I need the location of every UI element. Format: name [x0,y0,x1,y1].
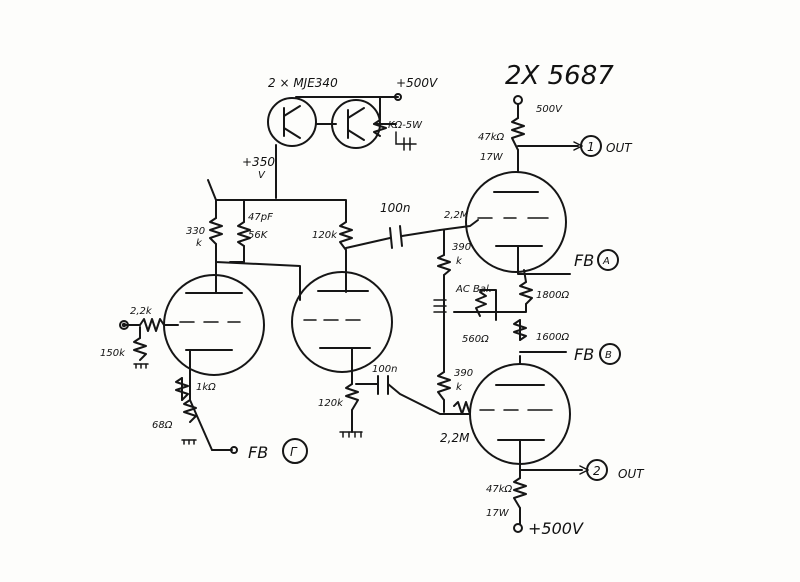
grounds [133,363,363,445]
label-r560: 560Ω [462,334,489,345]
tube-v2 [291,271,393,373]
transistor-q2 [331,99,381,149]
label-r22in: 2,2k [130,306,153,317]
label-out1-number: 1 [587,140,595,154]
label-b350: +350 [242,155,275,169]
label-b500-top: +500V [396,76,438,90]
label-r150: 150k [100,348,126,359]
resistors [133,117,533,509]
label-r1k: 1kΩ [196,382,216,393]
label-r474b-w: 17W [486,508,510,519]
terminals [119,93,621,533]
label-c100b: 100n [372,364,397,375]
label-title: 2X 5687 [505,61,614,91]
label-fbg-circle: Γ [290,445,298,459]
label-r1600: 1600Ω [536,332,569,343]
label-c100a: 100n [380,201,411,215]
label-r22a: 2,2M [444,210,469,221]
label-transistors: 2 × MJE340 [268,76,338,90]
label-fba-circle: A [602,256,610,267]
label-b500a: 500V [536,104,563,115]
label-r22b: 2,2M [440,431,470,445]
tube-va [465,171,567,273]
transistor-q1 [267,97,317,147]
label-c47: 47pF [248,212,273,223]
tube-vb [469,363,571,465]
label-fbb-circle: B [605,350,612,361]
labels: 2X 5687 2 × MJE340 +500V +350 V KΩ-5W 33… [100,61,645,538]
label-r68: 68Ω [152,420,173,431]
label-k12: KΩ-5W [388,120,423,131]
label-r330-k: k [196,238,203,249]
label-out1: OUT [606,141,633,155]
label-b500b: +500V [528,519,584,538]
label-r474a-w: 17W [480,152,504,163]
label-r120b: 120k [318,398,344,409]
label-fbb-text: FB [574,345,594,364]
label-out2-number: 2 [593,464,601,478]
label-r1800: 1800Ω [536,290,569,301]
label-r474b: 47kΩ [486,484,513,495]
label-r390b-k: k [456,382,463,393]
wiring [123,96,583,525]
capacitors [377,225,403,395]
label-out2: OUT [618,467,645,481]
label-acbal: AC Bal. [455,284,492,295]
label-r390a: 390 [452,242,471,253]
label-r390a-k: k [456,256,463,267]
label-r56: 56K [248,230,269,241]
label-fba-text: FB [574,251,594,270]
label-r474a: 47kΩ [478,132,505,143]
label-r330: 330 [186,226,205,237]
label-fbg-text: FB [248,443,268,462]
label-r120a: 120k [312,230,338,241]
label-b350-v: V [258,170,266,181]
label-r390b: 390 [454,368,473,379]
